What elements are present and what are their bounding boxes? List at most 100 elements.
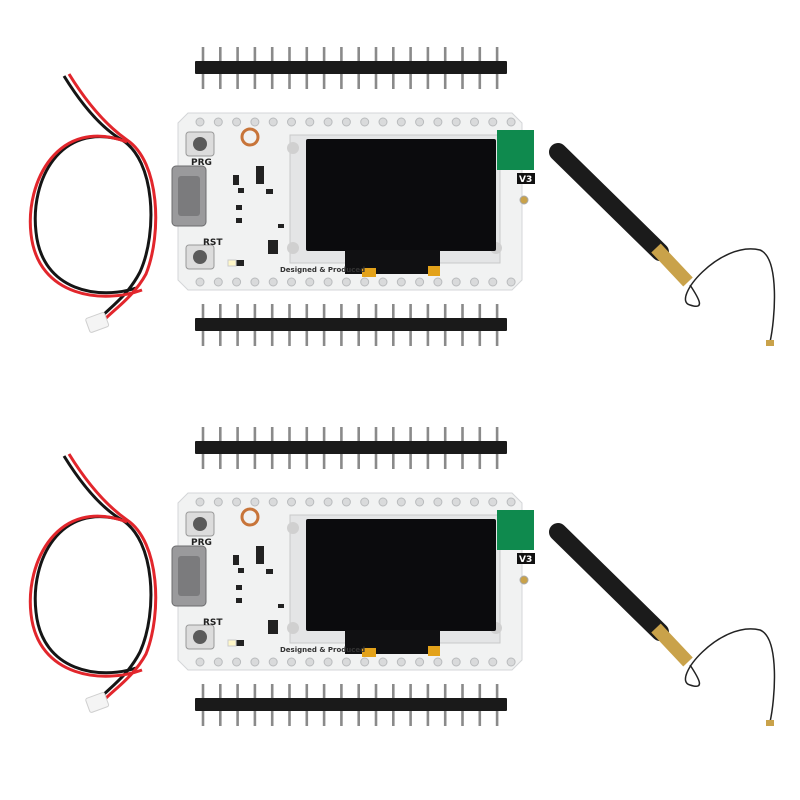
pin-hole bbox=[287, 657, 296, 667]
pin-hole bbox=[341, 657, 351, 667]
mount-hole bbox=[287, 522, 299, 534]
pin-hole bbox=[360, 497, 370, 507]
smd-component bbox=[256, 166, 264, 184]
smd-component bbox=[238, 188, 244, 193]
prg-button-cap bbox=[193, 517, 207, 531]
pin-hole bbox=[378, 117, 388, 127]
smd-component bbox=[278, 604, 284, 608]
header-plastic bbox=[195, 698, 507, 711]
pin-hole bbox=[232, 117, 242, 127]
pin-hole bbox=[451, 497, 461, 507]
pin-hole bbox=[378, 497, 388, 507]
pin-hole bbox=[213, 497, 223, 507]
pin-hole bbox=[287, 117, 296, 127]
pin-hole bbox=[287, 497, 296, 507]
header-plastic bbox=[195, 61, 507, 74]
usb-c-inner bbox=[178, 176, 200, 216]
pin-header-bottom bbox=[195, 684, 507, 726]
smd-component bbox=[233, 555, 239, 565]
smd-component bbox=[236, 205, 242, 210]
pin-hole bbox=[360, 277, 370, 287]
pin-hole bbox=[195, 497, 205, 507]
pin-hole bbox=[268, 117, 278, 127]
wire-black-loop bbox=[33, 515, 137, 675]
pin-hole bbox=[232, 277, 242, 287]
lora-antenna bbox=[549, 143, 776, 346]
pin-hole bbox=[470, 497, 479, 507]
rst-button-cap bbox=[193, 250, 207, 264]
antenna-cable bbox=[684, 248, 776, 343]
pin-hole bbox=[305, 657, 315, 667]
version-badge bbox=[517, 553, 535, 564]
header-plastic bbox=[195, 441, 507, 454]
pin-hole bbox=[488, 277, 498, 287]
mount-hole bbox=[287, 142, 299, 154]
pin-hole bbox=[470, 277, 479, 287]
pin-hole bbox=[488, 497, 498, 507]
antenna-brass-connector bbox=[651, 623, 693, 667]
wire-black bbox=[62, 455, 153, 700]
antenna-patch bbox=[497, 510, 534, 550]
pin-hole bbox=[213, 117, 223, 127]
pin-hole bbox=[415, 497, 425, 507]
wire-black bbox=[62, 75, 153, 320]
pin-hole bbox=[488, 117, 498, 127]
mount-hole bbox=[287, 622, 299, 634]
pin-hole bbox=[451, 657, 461, 667]
version-badge bbox=[517, 173, 535, 184]
antenna-brass-connector bbox=[651, 243, 693, 287]
rst-button-cap bbox=[193, 630, 207, 644]
pin-hole bbox=[396, 277, 406, 287]
smd-component bbox=[236, 260, 244, 266]
pin-hole bbox=[232, 657, 242, 667]
pin-hole bbox=[268, 657, 278, 667]
smd-component bbox=[268, 240, 278, 254]
ufl-plug bbox=[766, 340, 774, 346]
pin-hole bbox=[433, 277, 443, 287]
pin-hole bbox=[470, 117, 479, 127]
pin-hole bbox=[396, 117, 406, 127]
pin-hole bbox=[488, 657, 498, 667]
pin-hole bbox=[195, 277, 205, 287]
lora-antenna bbox=[549, 523, 776, 726]
ufl-plug bbox=[766, 720, 774, 726]
pin-hole bbox=[195, 657, 205, 667]
pin-hole bbox=[250, 277, 260, 287]
pin-hole bbox=[213, 277, 223, 287]
flex-tape bbox=[428, 646, 440, 656]
pin-hole bbox=[305, 277, 315, 287]
prg-label: PRG bbox=[191, 158, 212, 168]
pin-hole bbox=[433, 117, 443, 127]
antenna-cable bbox=[684, 628, 776, 723]
pin-hole bbox=[250, 497, 260, 507]
smd-component bbox=[266, 189, 273, 194]
smd-component bbox=[256, 546, 264, 564]
pin-header-bottom bbox=[195, 304, 507, 346]
pin-hole bbox=[451, 277, 461, 287]
header-plastic bbox=[195, 318, 507, 331]
pin-header-top bbox=[195, 47, 507, 89]
pin-hole bbox=[250, 657, 260, 667]
pin-hole bbox=[506, 117, 516, 127]
silkscreen-text: Designed & Produced bbox=[280, 646, 365, 654]
smd-component bbox=[236, 218, 242, 223]
pin-hole bbox=[268, 277, 278, 287]
pin-hole bbox=[305, 497, 315, 507]
pin-hole bbox=[305, 117, 315, 127]
pin-hole bbox=[415, 117, 425, 127]
jst-connector bbox=[85, 312, 110, 333]
antenna-patch bbox=[497, 130, 534, 170]
wire-black-loop bbox=[33, 135, 137, 295]
flex-tape bbox=[428, 266, 440, 276]
pin-hole bbox=[341, 497, 351, 507]
pin-hole bbox=[396, 657, 406, 667]
usb-c-inner bbox=[178, 556, 200, 596]
pin-hole bbox=[195, 117, 205, 127]
rst-label: RST bbox=[203, 618, 223, 628]
prg-label: PRG bbox=[191, 538, 212, 548]
pin-hole bbox=[250, 117, 260, 127]
pin-hole bbox=[378, 277, 388, 287]
